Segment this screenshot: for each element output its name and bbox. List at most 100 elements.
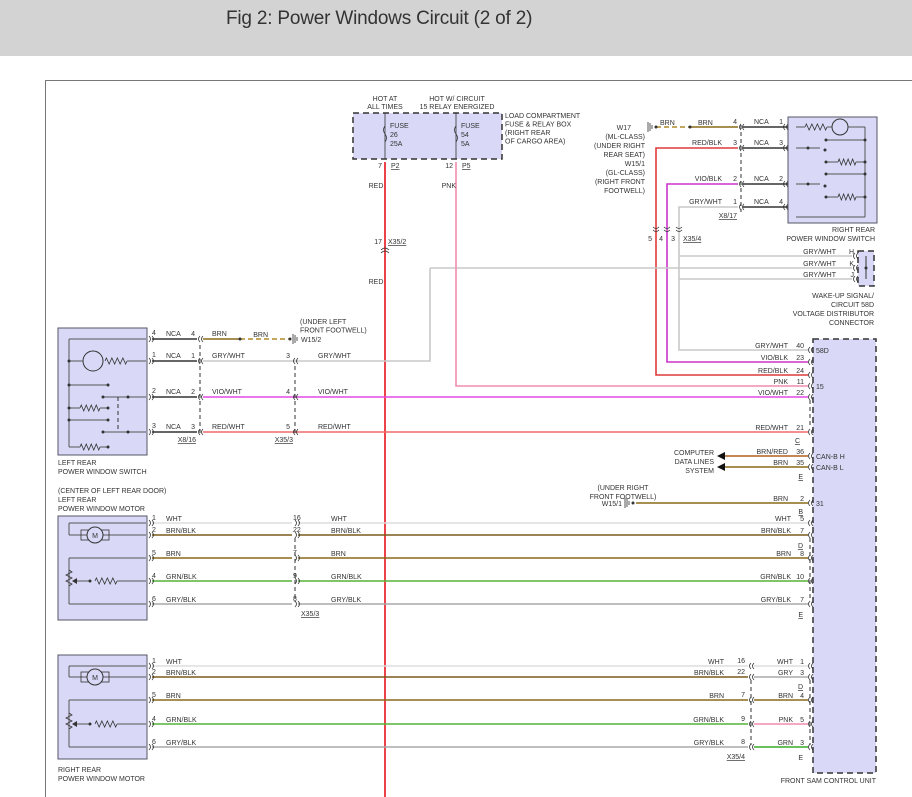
left-rear-motor-name: LEFT REAR [58, 497, 96, 504]
pin-number: 1 [191, 353, 195, 360]
wire-label: GRY/BLK [761, 597, 792, 604]
wire-label: GRY/BLK [166, 740, 197, 747]
connector-pin-icon [853, 252, 856, 260]
wire-label: BRN [778, 693, 793, 700]
pin-number: 4 [733, 119, 737, 126]
connector-pin-icon [297, 554, 300, 562]
connector-pin-icon [808, 600, 811, 608]
fuse-relay-box [352, 112, 503, 160]
connector-pin-icon [811, 577, 814, 585]
connector-pin-icon [148, 357, 151, 365]
pin-number: 4 [152, 573, 156, 580]
ground-notes: FRONT FOOTWELL) [300, 328, 367, 335]
wire-label: BRN/RED [756, 449, 788, 456]
connector-pin-icon [808, 499, 811, 507]
pin-number: 35 [796, 460, 804, 467]
connector-pin-icon [811, 696, 814, 704]
wire-label: BRN [212, 331, 227, 338]
connector-b: B [798, 509, 803, 516]
connector-pin-icon [811, 358, 814, 366]
fuse-relay-label: HOT W/ CIRCUIT [429, 96, 485, 103]
connector-pin-icon [808, 452, 811, 460]
resistor-icon [837, 157, 857, 167]
junction-dot [823, 184, 827, 188]
x8-17-name: X8/17 [719, 213, 737, 220]
connector-pin-icon [786, 203, 789, 211]
pin-number: 8 [800, 551, 804, 558]
data-lines-label: COMPUTER [674, 450, 714, 457]
junction-dot [67, 418, 71, 422]
connector-d2: D [798, 684, 803, 691]
potentiometer-icon [65, 712, 73, 730]
connector-pin-icon [749, 662, 752, 670]
pin-number: 3 [191, 424, 195, 431]
connector-pin-icon [297, 577, 300, 585]
connector-pin-icon [811, 499, 814, 507]
wire-label-nca: NCA [754, 140, 769, 147]
wire-label-brn: BRN [253, 332, 268, 339]
pin-number: 1 [152, 352, 156, 359]
pin-number: 3 [286, 353, 290, 360]
connector-pin-icon [853, 275, 856, 283]
wire-gry-wht-ls [203, 268, 431, 362]
junction-dot [101, 395, 105, 399]
connector-pin-icon [808, 463, 811, 471]
fuse-label: FUSE [390, 123, 409, 130]
junction-dot [126, 395, 130, 399]
fuse-connector: P5 [462, 163, 471, 170]
connector-pin-icon [296, 393, 299, 401]
pin-letter: H [849, 249, 854, 256]
wire-vio-blk [666, 183, 808, 363]
pin-number: 22 [293, 527, 301, 534]
connector-pin-icon [742, 180, 745, 188]
wire-label: BRN/BLK [331, 528, 361, 535]
connector-pin-icon [151, 531, 154, 539]
connector-pin-icon [808, 428, 811, 436]
pin-number: 11 [797, 379, 804, 386]
wire-label-nca: NCA [166, 353, 181, 360]
wire-red-blk [655, 147, 808, 376]
left-rear-motor-name: (CENTER OF LEFT REAR DOOR) [58, 488, 166, 495]
connector-pin-icon [151, 357, 154, 365]
sam-name: FRONT SAM CONTROL UNIT [781, 778, 877, 785]
pin-number: 5 [152, 692, 156, 699]
wire-label-nca: NCA [754, 199, 769, 206]
wire-label: BRN [331, 551, 346, 558]
connector-pin-icon [739, 123, 742, 131]
connector-pin-icon [151, 600, 154, 608]
wire-label: BRN/BLK [166, 670, 196, 677]
fuse-connector: P2 [391, 163, 400, 170]
diagram-frame [45, 80, 912, 797]
connector-pin-icon [752, 673, 755, 681]
wire-label: GRY/WHT [689, 199, 723, 206]
right-rear-motor-name: RIGHT REAR [58, 767, 101, 774]
ground-notes: FOOTWELL) [604, 188, 645, 195]
pin-number: 2 [191, 389, 195, 396]
pin-number: 7 [741, 692, 745, 699]
connector-pin-icon [752, 720, 755, 728]
left-rear-power-window-switch [57, 327, 148, 456]
wire-label: GRN/BLK [693, 717, 724, 724]
wire-label: RED/WHT [755, 425, 788, 432]
connector-pin-icon [297, 519, 300, 527]
connector-pin-icon [151, 519, 154, 527]
fuse-rating: 25A [390, 141, 403, 148]
wire-label: BRN [773, 460, 788, 467]
connector-c: C [795, 438, 800, 445]
junction-dot [824, 195, 828, 199]
connector-pin-icon [148, 531, 151, 539]
connector-pin-icon [663, 226, 671, 232]
ground-name-w17: W17 [617, 125, 632, 132]
junction-dot [824, 160, 828, 164]
connector-e3: E [798, 755, 803, 762]
connector-pin-icon [151, 662, 154, 670]
connector-pin-icon [808, 393, 811, 401]
resistor-icon [79, 442, 101, 452]
junction-dot [106, 383, 110, 387]
wire-label: GRN [777, 740, 793, 747]
wire-label-nca: NCA [166, 424, 181, 431]
junction-dot [824, 138, 828, 142]
pin-number: 1 [152, 658, 156, 665]
connector-pin-icon [297, 600, 300, 608]
resistor-icon [837, 192, 857, 202]
